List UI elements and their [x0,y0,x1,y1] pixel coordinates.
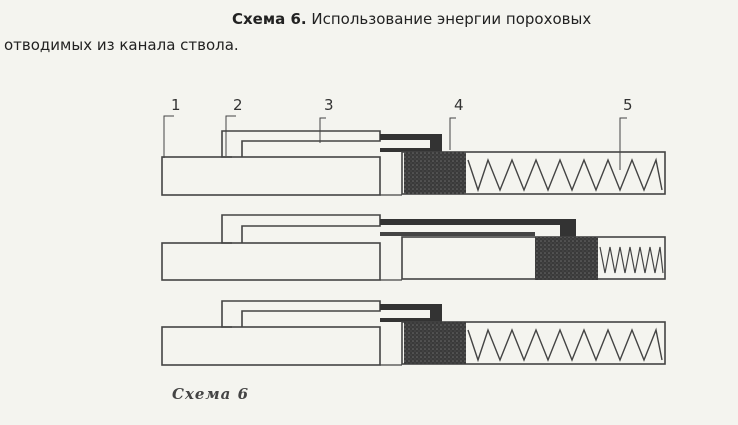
spring-1 [467,157,663,193]
title-line-1: Схема 6. Использование энергии пороховых [232,10,591,28]
diagram-row-2 [161,214,666,281]
label-5: 5 [623,96,633,114]
diagram-caption: Схема 6 [172,385,250,403]
spring-2 [599,246,664,274]
piston-rod-2c [560,219,576,239]
receiver-1 [401,151,666,195]
label-2: 2 [233,96,243,114]
piston-rod-3 [380,304,430,310]
barrel-2 [161,242,381,281]
part-labels: 1 2 3 4 5 [163,96,633,170]
diagram-row-1 [161,130,666,196]
label-1: 1 [171,96,181,114]
piston-rod-3c [430,304,442,324]
barrel-3 [161,326,381,366]
receiver-3 [401,321,666,365]
bolt-carrier-1 [404,152,466,194]
label-3: 3 [324,96,334,114]
piston-rod-1b [380,148,430,152]
gas-tube-3 [221,300,381,328]
bolt-carrier-3 [404,322,466,364]
barrel-1 [161,156,381,196]
diagram-row-3 [161,300,666,366]
figure-title: Схема 6. Использование энергии пороховых… [0,0,738,60]
piston-rod-3b [380,318,430,322]
label-4: 4 [454,96,464,114]
title-bold: Схема 6. [232,10,307,28]
gas-tube-2 [221,214,381,244]
piston-rod-2 [380,219,570,225]
piston-rod-2b [380,232,535,236]
piston-rod-1c [430,134,442,154]
bolt-carrier-2 [535,237,598,280]
piston-rod-1 [380,134,430,140]
title-rest: Использование энергии пороховых [306,10,592,28]
spring-3 [467,327,663,363]
title-line-2: отводимых из канала ствола. [4,36,239,54]
receiver-2 [401,236,666,280]
gas-tube-1 [221,130,381,158]
